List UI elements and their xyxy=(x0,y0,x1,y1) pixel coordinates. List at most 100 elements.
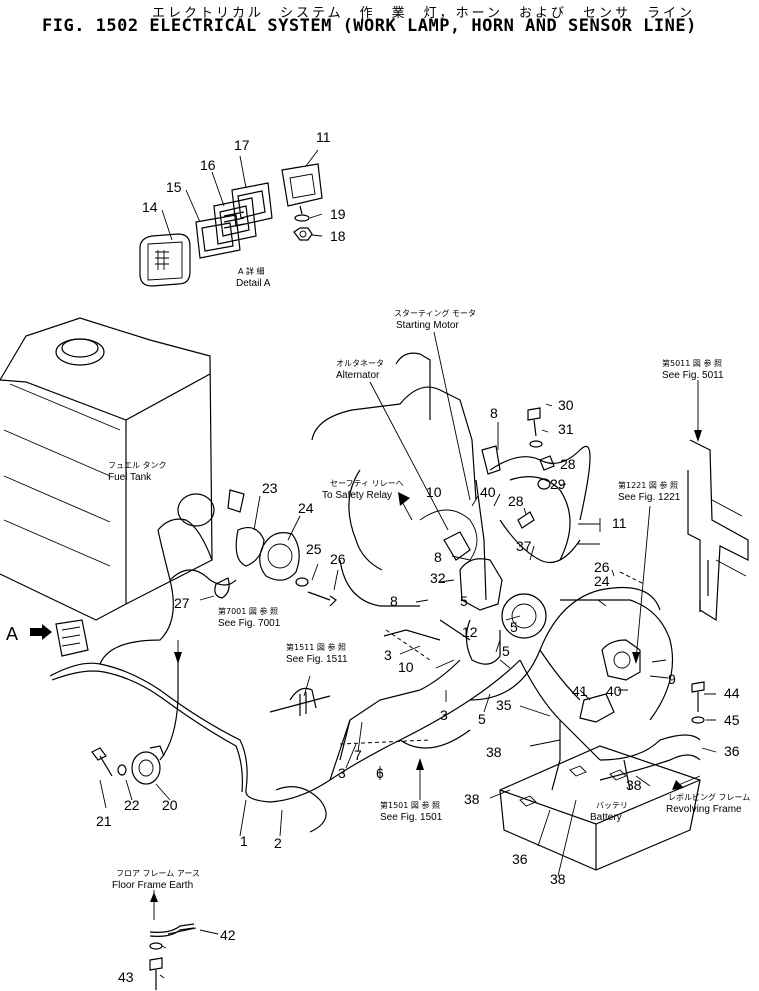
see-fig-1221-label-jp: 第1221 図 参 照 xyxy=(618,480,678,490)
see-fig-1501-label: See Fig. 1501 xyxy=(380,812,443,823)
part-number: 16 xyxy=(200,157,216,173)
part-number: 36 xyxy=(724,743,740,759)
see-fig-1221-label: See Fig. 1221 xyxy=(618,492,681,503)
see-fig-7001-label-jp: 第7001 図 参 照 xyxy=(218,606,278,616)
part-number: 32 xyxy=(430,570,446,586)
part-number: 19 xyxy=(330,206,346,222)
part-numbers: 11 17 16 15 14 19 18 23 24 26 25 27 30 3… xyxy=(96,129,740,985)
starting-motor-label: Starting Motor xyxy=(396,320,459,331)
leader-lines xyxy=(150,331,702,935)
battery-label: Battery xyxy=(590,812,622,823)
battery xyxy=(499,745,701,871)
part-number: 21 xyxy=(96,813,112,829)
figure-title: FIG. 1502 ELECTRICAL SYSTEM (WORK LAMP, … xyxy=(42,16,697,36)
lamp-housing-part-13 xyxy=(281,163,323,215)
part-number: 5 xyxy=(502,643,510,659)
part-number: 26 xyxy=(594,559,610,575)
part-number: 35 xyxy=(496,697,512,713)
starter-assembly xyxy=(443,445,503,665)
part-number: 24 xyxy=(594,573,610,589)
part-number: 3 xyxy=(338,765,346,781)
alternator-label-jp: オルタネータ xyxy=(336,359,384,368)
part-number: 28 xyxy=(560,456,576,472)
figure-title-japanese: エレクトリカル システム 作 業 灯，ホーン および センサ ライン xyxy=(152,6,695,21)
clamp-fig-1511 xyxy=(269,687,331,716)
part-number: 43 xyxy=(118,969,134,985)
see-fig-7001-label: See Fig. 7001 xyxy=(218,618,281,629)
washer-part-22 xyxy=(117,764,127,776)
callout-labels: A 詳 細 Detail A スターティング モータ Starting Moto… xyxy=(6,266,750,891)
floor-frame-earth-label-jp: フロア フレーム アース xyxy=(116,869,200,878)
safety-relay-label-jp: セーフティ リレーへ xyxy=(330,479,404,488)
part-number: 2 xyxy=(274,835,282,851)
work-lamp-part-14 xyxy=(139,233,191,287)
horn-part-20 xyxy=(131,745,165,785)
part-number: 5 xyxy=(478,711,486,727)
gasket-part-15 xyxy=(195,214,241,259)
part-number: 24 xyxy=(298,500,314,516)
part-number: 20 xyxy=(162,797,178,813)
part-number-leaders xyxy=(99,403,717,979)
part-number: 44 xyxy=(724,685,740,701)
part-number: 9 xyxy=(668,671,676,687)
part-number: 26 xyxy=(330,551,346,567)
revolving-frame-label: Revolving Frame xyxy=(666,804,742,815)
fuel-tank xyxy=(0,317,213,621)
washer-part-45 xyxy=(691,716,705,724)
nut-part-18 xyxy=(293,227,313,241)
part-number: 28 xyxy=(508,493,524,509)
part-number: 23 xyxy=(262,480,278,496)
detail-a-label-jp: A 詳 細 xyxy=(238,266,265,276)
part-number: 8 xyxy=(390,593,398,609)
part-number: 10 xyxy=(426,484,442,500)
relay-cluster xyxy=(579,639,641,723)
fuel-tank-label-jp: フュエル タンク xyxy=(108,461,167,470)
floor-frame-earth-label: Floor Frame Earth xyxy=(112,880,193,891)
part-number: 29 xyxy=(550,476,566,492)
lens-part-16 xyxy=(213,197,257,245)
part-number: 45 xyxy=(724,712,740,728)
part-number: 37 xyxy=(516,538,532,554)
part-number: 8 xyxy=(490,405,498,421)
part-number: 12 xyxy=(462,624,478,640)
part-number: 38 xyxy=(626,777,642,793)
part-number: 41 xyxy=(572,683,588,699)
part-number: 15 xyxy=(166,179,182,195)
part-number: 11 xyxy=(316,129,331,145)
frame-part-17 xyxy=(231,182,273,227)
see-fig-1511-label-jp: 第1511 図 参 照 xyxy=(286,642,346,652)
part-number: 25 xyxy=(306,541,322,557)
top-hardware xyxy=(517,407,555,529)
part-number: 40 xyxy=(606,683,622,699)
part-number: 5 xyxy=(510,619,518,635)
part-number: 18 xyxy=(330,228,346,244)
detail-a-pointer-label: A xyxy=(6,624,18,644)
see-fig-5011-label-jp: 第5011 図 参 照 xyxy=(662,358,722,368)
see-fig-1511-label: See Fig. 1511 xyxy=(286,654,348,665)
part-number: 22 xyxy=(124,797,140,813)
part-number: 42 xyxy=(220,927,236,943)
safety-relay-label: To Safety Relay xyxy=(322,490,392,501)
part-number: 10 xyxy=(398,659,414,675)
bolt-part-44 xyxy=(691,681,705,712)
floor-frame-earth-parts xyxy=(149,923,195,990)
part-number: 11 xyxy=(612,515,627,531)
part-number: 30 xyxy=(558,397,574,413)
part-number: 7 xyxy=(354,747,362,763)
frame-work-lamp xyxy=(30,619,89,657)
part-number: 8 xyxy=(434,549,442,565)
bolt-part-21 xyxy=(91,747,113,777)
part-number: 3 xyxy=(384,647,392,663)
part-number: 5 xyxy=(460,593,468,609)
tank-sender-parts xyxy=(177,489,337,607)
revolving-frame-label-jp: レボルビング フレーム xyxy=(668,792,750,802)
part-number: 27 xyxy=(174,595,190,611)
part-number: 6 xyxy=(376,765,384,781)
part-number: 31 xyxy=(558,421,574,437)
bracket-fig-5011 xyxy=(687,439,749,622)
part-number: 14 xyxy=(142,199,158,215)
see-fig-5011-label: See Fig. 5011 xyxy=(662,370,724,381)
fuel-tank-label: Fuel Tank xyxy=(108,472,152,483)
part-number: 38 xyxy=(550,871,566,887)
